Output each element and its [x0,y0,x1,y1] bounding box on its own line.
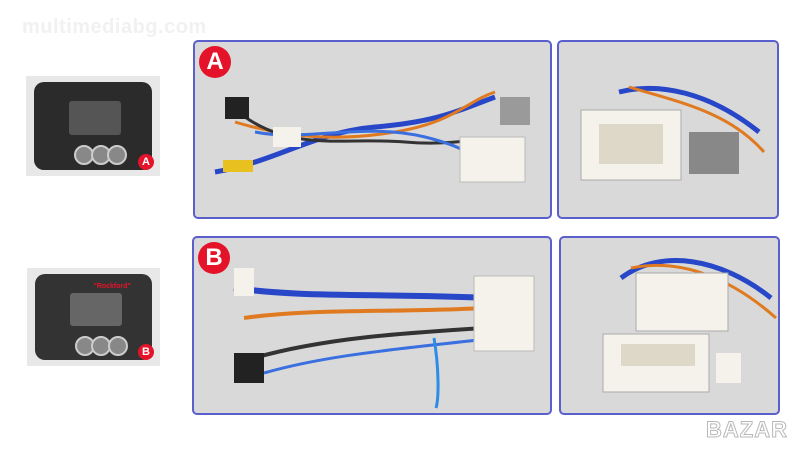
variant-badge-a: A [199,46,231,78]
knob [107,145,128,166]
dashboard-image: "Rockford" [35,274,152,360]
thumbnail-badge: B [138,344,154,360]
rockford-tag: "Rockford" [93,282,131,290]
dashboard-image [34,82,152,170]
bazar-watermark: BAZAR [706,417,788,443]
thumbnail-a[interactable]: A [26,76,160,176]
connector-a-closeup[interactable] [557,40,779,219]
head-unit [69,101,122,135]
wire-harness-a [214,90,530,183]
connector-b-image [602,258,777,393]
connector-a-image [580,85,766,181]
connector-b-closeup[interactable] [559,236,780,415]
site-watermark: multimediabg.com [22,16,207,38]
wire-harness-b [233,268,535,409]
variant-badge-b: B [198,242,230,274]
head-unit [70,292,122,326]
thumbnail-b[interactable]: "Rockford" B [27,268,160,366]
knob [107,335,128,356]
thumbnail-badge: A [138,154,154,170]
harness-b-photo[interactable]: B [192,236,552,415]
harness-a-photo[interactable]: A [193,40,552,219]
